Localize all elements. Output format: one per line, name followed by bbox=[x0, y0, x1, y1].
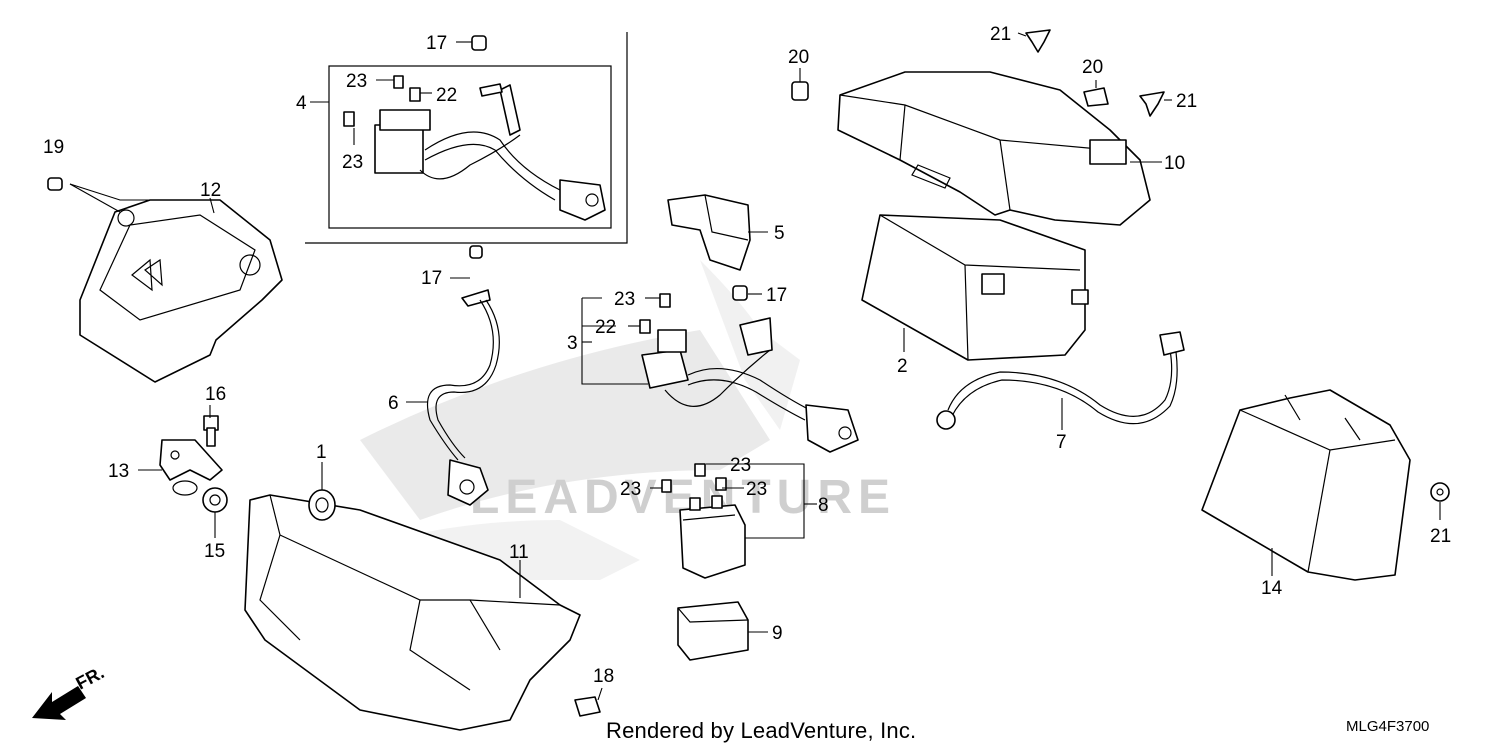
part-6-battery-cable bbox=[426, 245, 500, 506]
callout-22-a: 22 bbox=[436, 85, 457, 106]
callout-labels: 1 2 3 4 5 6 7 8 9 10 11 12 13 14 15 16 1… bbox=[43, 24, 1451, 687]
clip-20-b bbox=[1083, 87, 1109, 107]
callout-8: 8 bbox=[818, 495, 829, 516]
part-11-battery-tray bbox=[244, 494, 581, 731]
small-fuse-23-b bbox=[393, 75, 404, 89]
callout-7: 7 bbox=[1056, 432, 1067, 453]
callout-9: 9 bbox=[772, 623, 783, 644]
part-10-battery-case bbox=[837, 71, 1151, 226]
callout-15: 15 bbox=[204, 541, 225, 562]
front-direction-indicator: FR. bbox=[32, 662, 107, 720]
part-9-relay-rubber bbox=[677, 601, 749, 661]
callout-22-b: 22 bbox=[595, 317, 616, 338]
clip-20-a bbox=[791, 81, 809, 101]
callout-13: 13 bbox=[108, 461, 129, 482]
leader-lines bbox=[69, 32, 1441, 701]
callout-11: 11 bbox=[509, 542, 529, 563]
rubber-cap-1 bbox=[308, 489, 336, 521]
callout-23-f: 23 bbox=[746, 479, 767, 500]
callout-17-c: 17 bbox=[766, 285, 787, 306]
clip-21-a bbox=[1025, 29, 1051, 53]
small-fuse-23-f bbox=[715, 477, 727, 491]
callout-23-c: 23 bbox=[614, 289, 635, 310]
part-3-harness-assembly bbox=[641, 317, 859, 453]
callout-6: 6 bbox=[388, 393, 399, 414]
small-fuse-23-c bbox=[659, 293, 671, 308]
callout-23-e: 23 bbox=[620, 479, 641, 500]
callout-10: 10 bbox=[1164, 153, 1185, 174]
callout-23-a: 23 bbox=[346, 71, 367, 92]
part-5-relay-cover bbox=[667, 194, 751, 271]
bolt-17-a bbox=[471, 35, 487, 51]
callout-20-b: 20 bbox=[1082, 57, 1103, 78]
callout-21-b: 21 bbox=[1176, 91, 1197, 112]
part-4-harness-assembly bbox=[374, 83, 606, 221]
small-fuse-23-e bbox=[661, 479, 672, 493]
callout-21-a: 21 bbox=[990, 24, 1011, 45]
screw-19 bbox=[47, 177, 63, 191]
callout-17-b: 17 bbox=[421, 268, 442, 289]
callout-17-a: 17 bbox=[426, 33, 447, 54]
bolt-18 bbox=[574, 696, 601, 717]
callout-23-b: 23 bbox=[342, 152, 363, 173]
front-arrow-icon bbox=[32, 686, 86, 720]
nut-15 bbox=[202, 487, 228, 513]
callout-4: 4 bbox=[296, 93, 307, 114]
callout-16: 16 bbox=[205, 384, 226, 405]
callout-12: 12 bbox=[200, 180, 221, 201]
callout-18: 18 bbox=[593, 666, 614, 687]
bolt-16 bbox=[203, 415, 219, 447]
clip-21-b bbox=[1139, 91, 1165, 117]
callout-1: 1 bbox=[316, 442, 327, 463]
callout-5: 5 bbox=[774, 223, 785, 244]
part-13-bracket bbox=[159, 439, 223, 496]
callout-20-a: 20 bbox=[788, 47, 809, 68]
part-2-battery bbox=[861, 214, 1089, 361]
part-7-battery-cable bbox=[936, 331, 1185, 430]
callout-2: 2 bbox=[897, 356, 908, 377]
part-8-relay bbox=[679, 495, 746, 579]
clip-21-c bbox=[1430, 482, 1450, 502]
small-fuse-23-a bbox=[343, 111, 355, 127]
small-fuse-23-d bbox=[694, 463, 706, 477]
callout-23-d: 23 bbox=[730, 455, 751, 476]
bolt-17-c bbox=[732, 285, 748, 301]
small-fuse-22-b bbox=[639, 319, 651, 334]
render-credit: Rendered by LeadVenture, Inc. bbox=[606, 718, 917, 743]
callout-3: 3 bbox=[567, 333, 578, 354]
diagram-code: MLG4F3700 bbox=[1346, 718, 1430, 735]
callout-21-c: 21 bbox=[1430, 526, 1451, 547]
small-fuse-22-a bbox=[409, 87, 421, 102]
callout-14: 14 bbox=[1261, 578, 1283, 599]
callout-19: 19 bbox=[43, 137, 64, 158]
part-12-side-cover bbox=[79, 199, 283, 383]
part-14-cover bbox=[1201, 389, 1411, 581]
assembly-4-frame bbox=[305, 32, 628, 244]
